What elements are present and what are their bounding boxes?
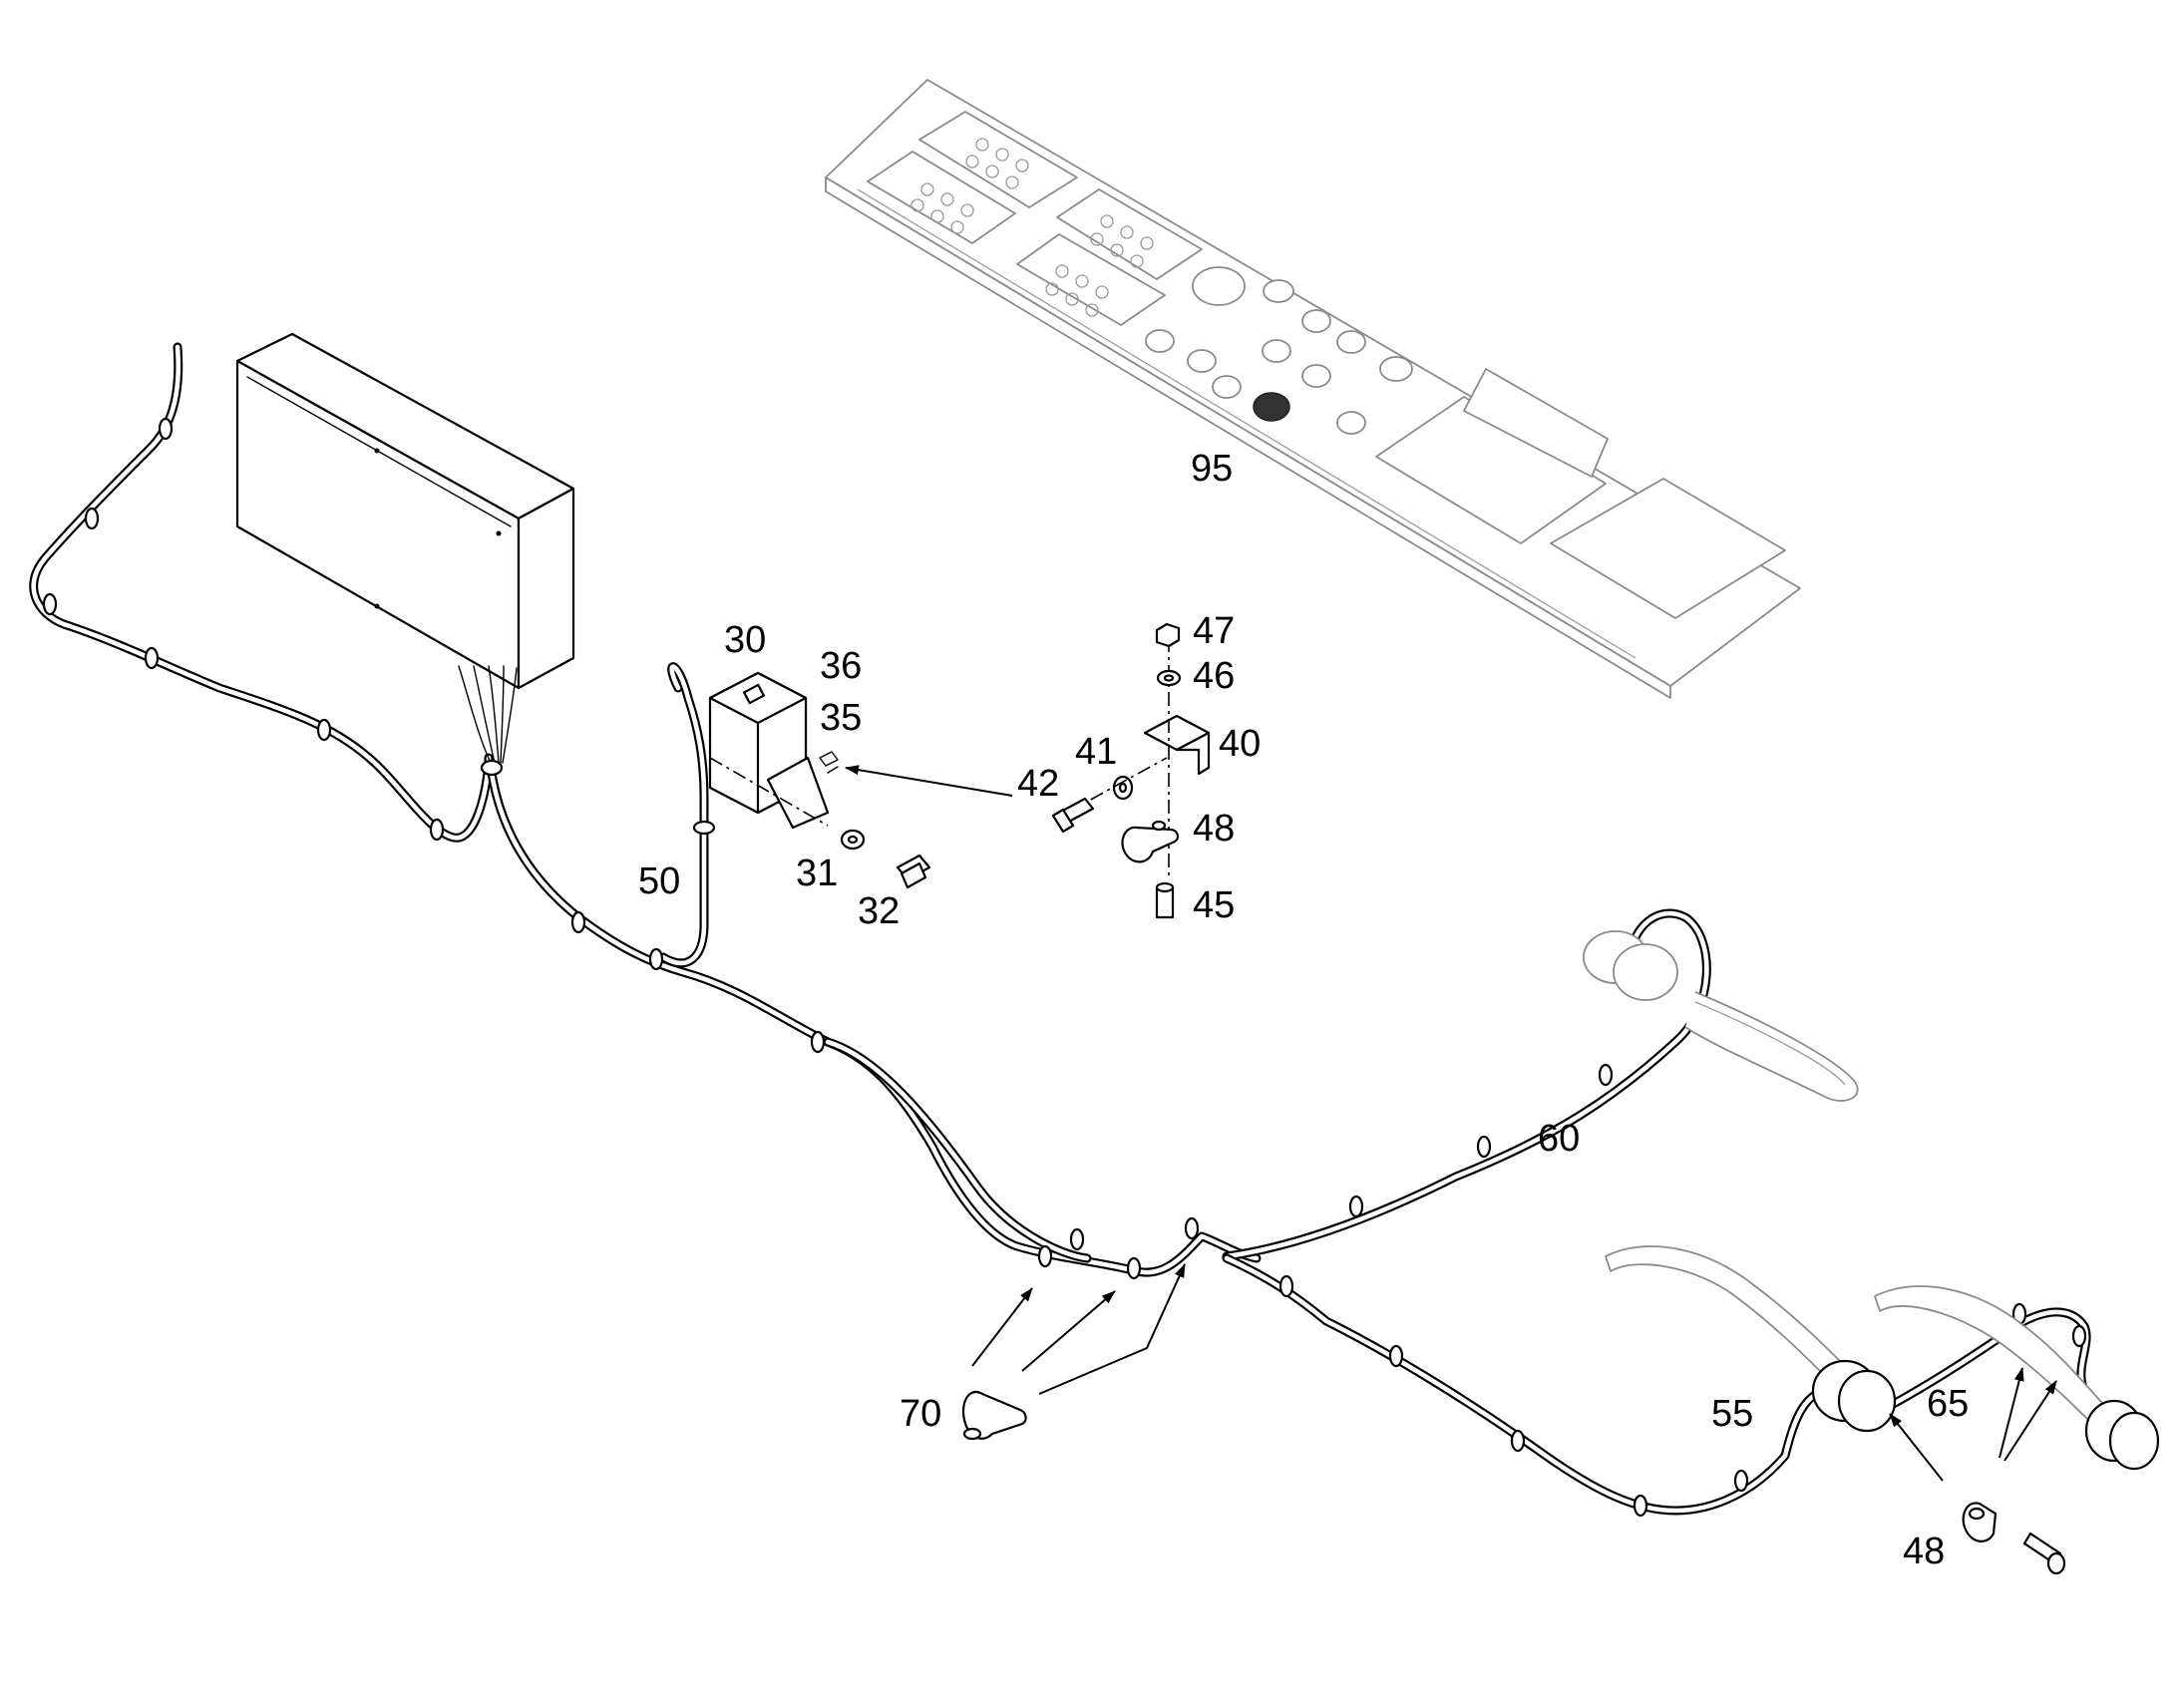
callout-41: 41 — [1075, 731, 1117, 773]
callout-95: 95 — [1191, 448, 1233, 490]
washer-31 — [840, 829, 866, 851]
callout-35: 35 — [820, 697, 862, 739]
callout-60: 60 — [1538, 1118, 1580, 1160]
callout-55: 55 — [1711, 1393, 1753, 1435]
callout-45: 45 — [1193, 884, 1235, 926]
callout-46: 46 — [1193, 655, 1235, 697]
callout-30: 30 — [724, 619, 766, 661]
callout-31: 31 — [796, 853, 838, 894]
bracket-icon — [1051, 622, 1211, 919]
callout-36: 36 — [820, 645, 862, 687]
screw-32 — [896, 854, 931, 889]
callout-65: 65 — [1927, 1383, 1969, 1425]
cable-clips — [42, 417, 2087, 1518]
cable-clip-icon — [961, 1391, 1027, 1441]
callout-48-lower: 48 — [1903, 1531, 1945, 1572]
switch-icon — [708, 671, 839, 830]
callout-48-upper: 48 — [1193, 808, 1235, 850]
callout-42: 42 — [1017, 763, 1059, 805]
callout-50: 50 — [638, 860, 680, 902]
callout-32: 32 — [858, 890, 900, 932]
control-panel-icon — [825, 79, 1801, 699]
control-box-icon — [235, 332, 575, 690]
clip-48-lower — [1962, 1502, 2066, 1575]
callout-47: 47 — [1193, 610, 1235, 652]
callout-40: 40 — [1219, 723, 1261, 765]
heating-element-icon — [1583, 930, 2160, 1471]
callout-70: 70 — [900, 1393, 941, 1435]
